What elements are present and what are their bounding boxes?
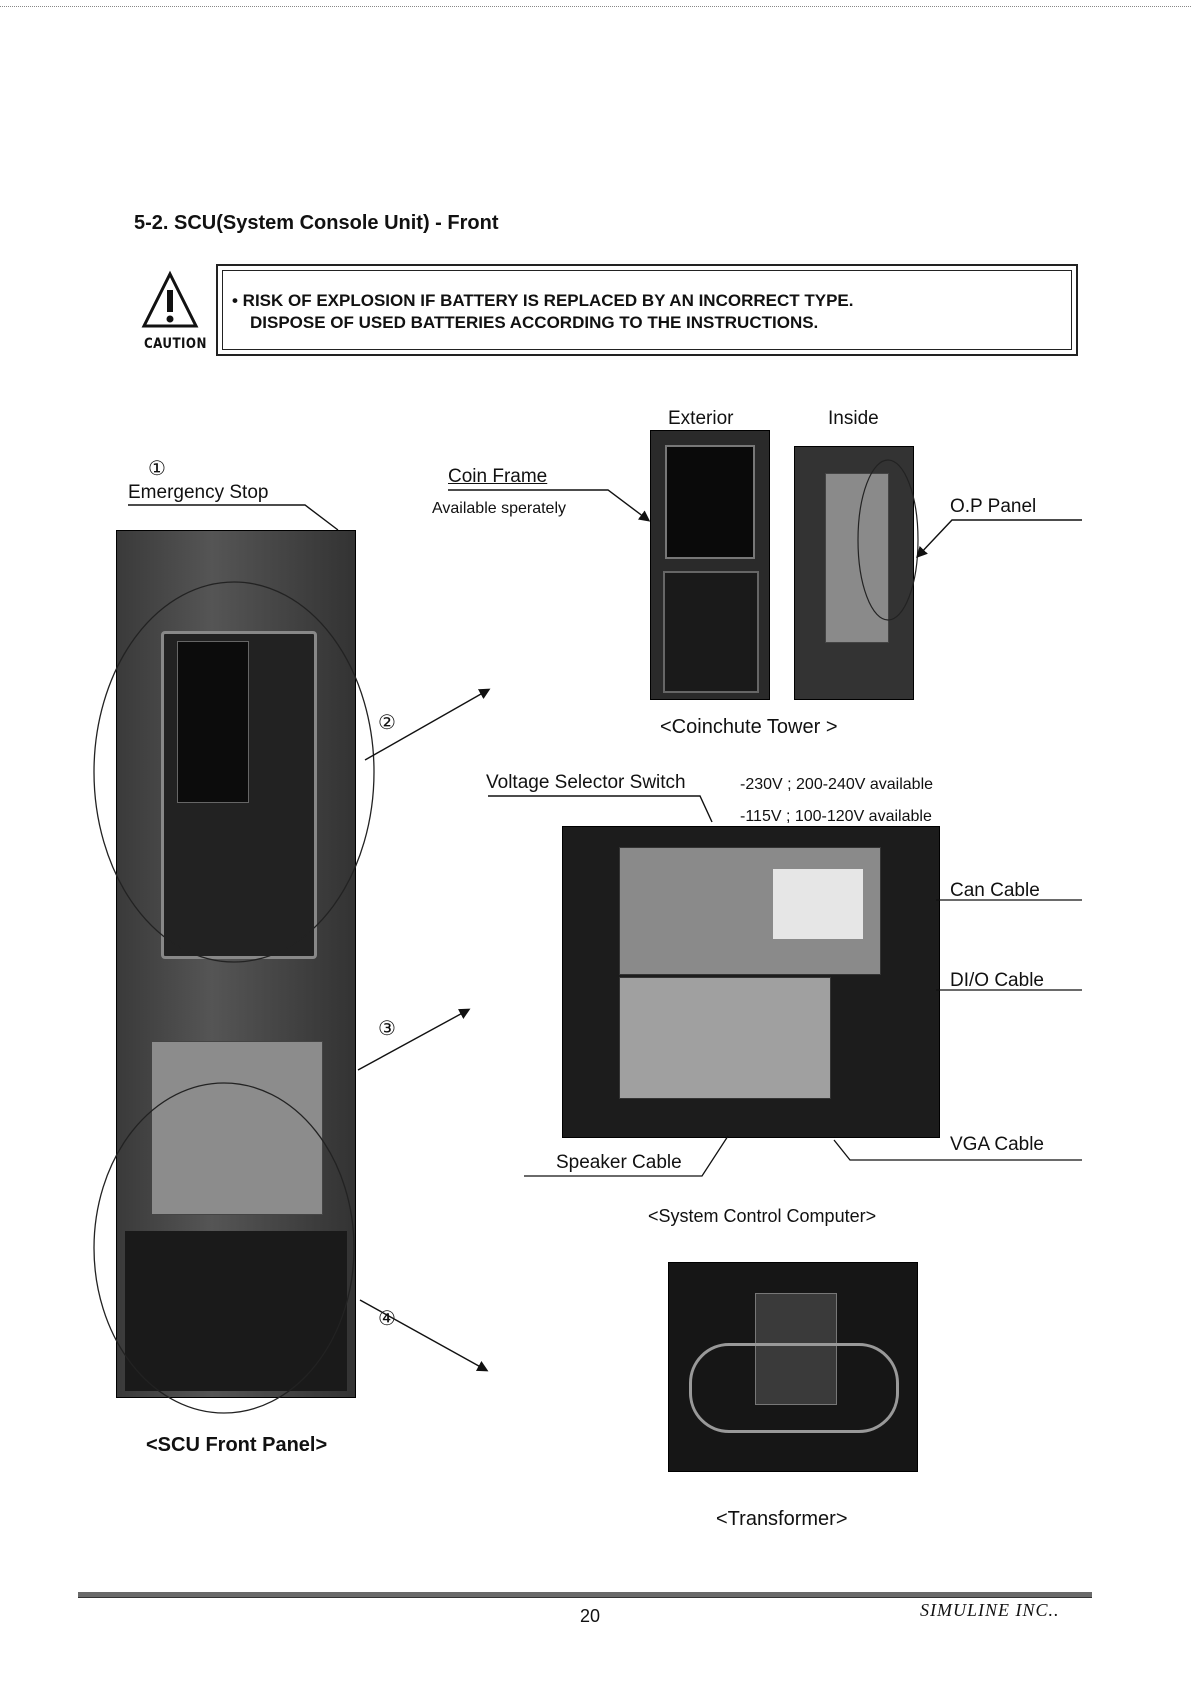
label-can-cable: Can Cable — [950, 880, 1040, 901]
transformer-bay — [125, 1231, 347, 1391]
caution-label: CAUTION — [144, 336, 207, 352]
section-title: 5-2. SCU(System Console Unit) - Front — [134, 212, 499, 234]
label-voltage-115: -115V ; 100-120V available — [740, 808, 932, 825]
computer-bay — [151, 1041, 323, 1215]
marker-2: ② — [378, 712, 396, 734]
label-dio-cable: DI/O Cable — [950, 970, 1044, 991]
label-vga-cable: VGA Cable — [950, 1134, 1044, 1155]
caption-transformer: <Transformer> — [716, 1508, 848, 1530]
label-speaker-cable: Speaker Cable — [556, 1152, 682, 1173]
system-control-computer-photo — [562, 826, 940, 1138]
label-inside: Inside — [828, 408, 879, 429]
transformer-photo — [668, 1262, 918, 1472]
caution-icon: CAUTION — [140, 270, 206, 360]
label-available-separately: Available sperately — [432, 500, 567, 517]
label-op-panel: O.P Panel — [950, 496, 1037, 517]
top-dotted-rule — [0, 6, 1191, 7]
label-voltage-selector: Voltage Selector Switch — [486, 772, 686, 793]
footer-rule — [78, 1592, 1092, 1598]
caution-line-1: • RISK OF EXPLOSION IF BATTERY IS REPLAC… — [232, 291, 854, 310]
label-exterior: Exterior — [668, 408, 734, 429]
op-panel-plate — [825, 473, 889, 643]
scu-front-panel-photo — [116, 530, 356, 1398]
label-emergency-stop: Emergency Stop — [128, 482, 269, 503]
computer-back-panel — [619, 977, 831, 1099]
page-number: 20 — [580, 1606, 601, 1626]
computer-label-sticker — [773, 869, 863, 939]
coinchute-door — [663, 571, 759, 693]
marker-3: ③ — [378, 1018, 396, 1040]
company-name: SIMULINE INC.. — [920, 1600, 1060, 1620]
transformer-wiring — [689, 1343, 899, 1433]
coinchute-exterior-photo — [650, 430, 770, 700]
label-coin-frame: Coin Frame — [448, 466, 548, 487]
marker-1: ① — [148, 458, 166, 480]
coinchute-inside-photo — [794, 446, 914, 700]
caption-scu-front-panel: <SCU Front Panel> — [146, 1434, 328, 1456]
caption-coinchute-tower: <Coinchute Tower > — [660, 716, 838, 738]
caution-box — [216, 264, 1078, 356]
marker-4: ④ — [378, 1308, 396, 1330]
coin-mechanism — [177, 641, 249, 803]
caption-system-control-computer: <System Control Computer> — [648, 1206, 877, 1226]
label-voltage-230: -230V ; 200-240V available — [740, 776, 934, 793]
coin-slot-frame — [665, 445, 755, 559]
transformer-core — [755, 1293, 837, 1405]
caution-line-2: DISPOSE OF USED BATTERIES ACCORDING TO T… — [250, 313, 819, 332]
